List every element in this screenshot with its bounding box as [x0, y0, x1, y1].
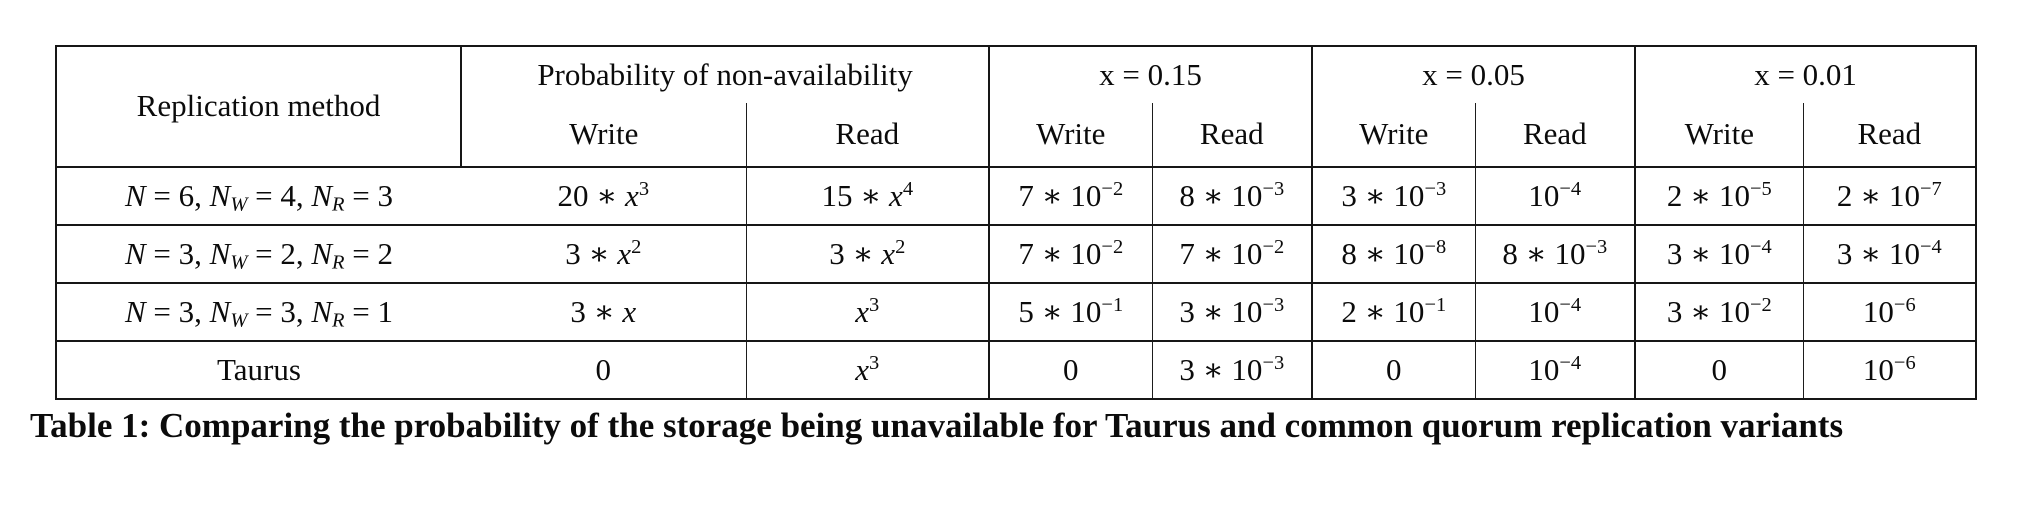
value-cell: x3 [745, 282, 990, 341]
value-cell: 8 ∗ 10−8 [1311, 224, 1476, 283]
value-cell: 3 ∗ x2 [745, 224, 990, 283]
header-row-subcolumns: Write Read Write Read Write Read Write R… [56, 103, 1977, 167]
row-method-label: Taurus [56, 340, 461, 399]
sub-header-prob-read: Read [745, 103, 990, 167]
row-method-label: N = 6, NW = 4, NR = 3 [56, 166, 461, 225]
sub-header-x015-read: Read [1151, 103, 1313, 167]
value-cell: 10−4 [1474, 282, 1636, 341]
group-header-x-0.01: x = 0.01 [1634, 46, 1977, 103]
value-cell: x3 [745, 340, 990, 399]
value-cell: 5 ∗ 10−1 [988, 282, 1153, 341]
sub-header-x015-write: Write [988, 103, 1153, 167]
value-cell: 10−6 [1802, 340, 1977, 399]
value-cell: 7 ∗ 10−2 [988, 166, 1153, 225]
availability-table: Replication method Probability of non-av… [55, 45, 1978, 400]
value-cell: 3 ∗ 10−4 [1634, 224, 1804, 283]
value-cell: 7 ∗ 10−2 [1151, 224, 1313, 283]
row-method-label: N = 3, NW = 2, NR = 2 [56, 224, 461, 283]
value-cell: 2 ∗ 10−5 [1634, 166, 1804, 225]
value-cell: 0 [461, 340, 746, 399]
value-cell: 3 ∗ x [461, 282, 746, 341]
table-row: N = 3, NW = 3, NR = 1 3 ∗ x x3 5 ∗ 10−1 … [56, 282, 1977, 341]
value-cell: 0 [1634, 340, 1804, 399]
sub-header-x001-write: Write [1634, 103, 1804, 167]
group-header-x-0.05: x = 0.05 [1311, 46, 1636, 103]
value-cell: 3 ∗ 10−3 [1151, 282, 1313, 341]
sub-header-x005-read: Read [1474, 103, 1636, 167]
group-header-x-0.15: x = 0.15 [988, 46, 1313, 103]
sub-header-x001-read: Read [1802, 103, 1977, 167]
value-cell: 0 [988, 340, 1153, 399]
value-cell: 20 ∗ x3 [461, 166, 746, 225]
value-cell: 0 [1311, 340, 1476, 399]
value-cell: 3 ∗ 10−2 [1634, 282, 1804, 341]
value-cell: 10−4 [1474, 166, 1636, 225]
value-cell: 15 ∗ x4 [745, 166, 990, 225]
table-row: N = 6, NW = 4, NR = 3 20 ∗ x3 15 ∗ x4 7 … [56, 166, 1977, 225]
sub-header-x005-write: Write [1311, 103, 1476, 167]
table-row: N = 3, NW = 2, NR = 2 3 ∗ x2 3 ∗ x2 7 ∗ … [56, 224, 1977, 283]
table-caption: Table 1: Comparing the probability of th… [30, 406, 1844, 445]
table-row: Taurus 0 x3 0 3 ∗ 10−3 0 10−4 0 10−6 [56, 340, 1977, 399]
value-cell: 10−4 [1474, 340, 1636, 399]
value-cell: 3 ∗ x2 [461, 224, 746, 283]
value-cell: 10−6 [1802, 282, 1977, 341]
value-cell: 2 ∗ 10−1 [1311, 282, 1476, 341]
value-cell: 3 ∗ 10−4 [1802, 224, 1977, 283]
sub-header-prob-write: Write [569, 116, 639, 152]
value-cell: 8 ∗ 10−3 [1474, 224, 1636, 283]
value-cell: 2 ∗ 10−7 [1802, 166, 1977, 225]
column-header-replication-method: Replication method [56, 46, 462, 167]
header-row-groups: Replication method Probability of non-av… [56, 46, 1977, 167]
value-cell: 7 ∗ 10−2 [988, 224, 1153, 283]
group-header-probability: Probability of non-availability [537, 56, 913, 92]
row-method-label: N = 3, NW = 3, NR = 1 [56, 282, 461, 341]
value-cell: 8 ∗ 10−3 [1151, 166, 1313, 225]
value-cell: 3 ∗ 10−3 [1151, 340, 1313, 399]
value-cell: 3 ∗ 10−3 [1311, 166, 1476, 225]
